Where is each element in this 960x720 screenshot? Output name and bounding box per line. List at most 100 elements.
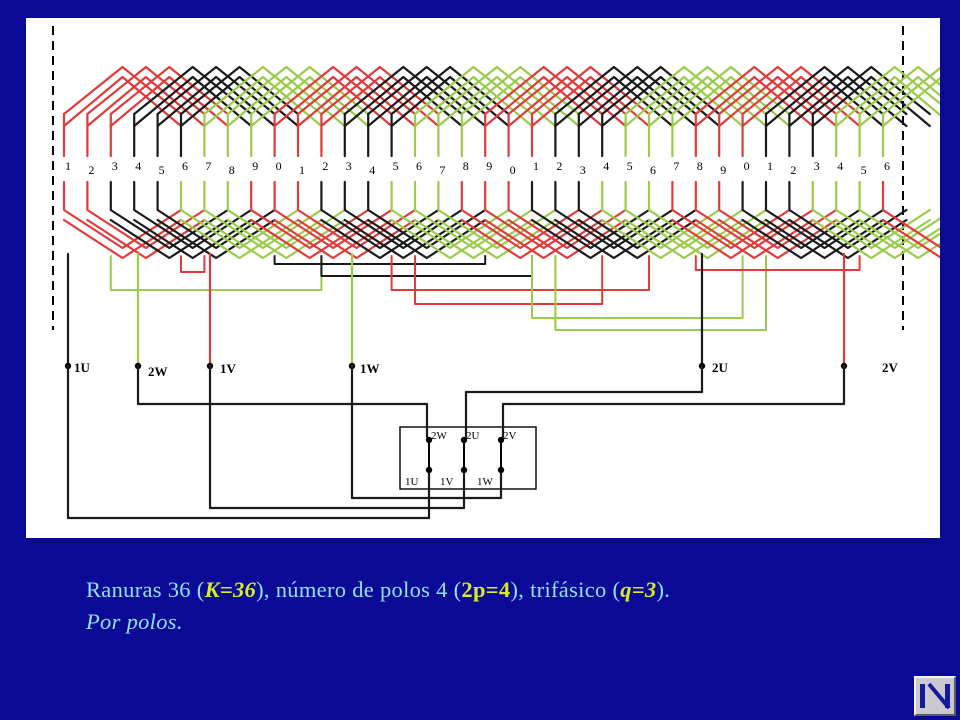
coil-bottom: [601, 218, 721, 260]
slot-number: 5: [393, 159, 399, 173]
coil-bottom: [718, 180, 838, 250]
wire-1v: [208, 364, 466, 510]
coil-bottom: [156, 180, 276, 250]
coil-bottom: [296, 218, 417, 260]
box-label-2u: 2U: [466, 430, 480, 442]
slot-number: 4: [603, 159, 609, 173]
coil-bottom: [764, 218, 885, 260]
coil-bottom: [507, 218, 627, 260]
box-label-1v: 1V: [440, 476, 454, 488]
slot-number: 0: [744, 159, 750, 173]
coil-bottom: [624, 218, 744, 260]
skip-to-first-icon: [920, 682, 951, 710]
slot-number: 3: [814, 159, 820, 173]
coil-bottom: [811, 218, 931, 260]
coil-bottom: [86, 218, 206, 260]
coil-top: [320, 65, 440, 116]
coil-bottom: [179, 180, 300, 250]
coil-top: [62, 65, 183, 116]
coil-bottom: [460, 218, 580, 260]
slot-number: 3: [346, 159, 352, 173]
coil-top: [507, 65, 627, 116]
slot-number: 7: [439, 163, 445, 177]
coil-top: [109, 65, 229, 116]
coil-top: [554, 65, 674, 116]
coil-top: [647, 65, 768, 116]
coil-bottom: [811, 180, 931, 250]
slot-number: 5: [627, 159, 633, 173]
slot-number: 8: [463, 159, 469, 173]
slot-number: 5: [861, 163, 867, 177]
connection-loop: [554, 255, 767, 331]
slot-number: 8: [229, 163, 235, 177]
coil-bottom: [413, 180, 534, 250]
coil-top: [788, 65, 908, 116]
coil-top: [484, 65, 604, 116]
coil-bottom: [390, 180, 510, 250]
slot-number: 6: [416, 159, 422, 173]
coil-bottom: [647, 180, 768, 250]
coil-top: [858, 65, 940, 116]
slot-number: 5: [159, 163, 165, 177]
terminal-label-2w: 2W: [148, 364, 168, 379]
coil-bottom: [764, 180, 885, 250]
coil-top: [858, 75, 940, 128]
coil-bottom: [367, 180, 487, 250]
caption-poles: 2p=4: [461, 577, 511, 602]
slot-number: 2: [88, 163, 94, 177]
coil-top: [437, 65, 557, 116]
coil-bottom: [250, 180, 370, 250]
slot-number: 3: [580, 163, 586, 177]
slot-number: 3: [112, 159, 118, 173]
coil-bottom: [156, 218, 276, 260]
coil-bottom: [226, 218, 346, 260]
coil-top: [179, 65, 300, 116]
caption-text-1: Ranuras 36 (: [86, 577, 205, 602]
terminal-label-1u: 1U: [74, 360, 91, 375]
slot-number: 6: [182, 159, 188, 173]
slot-number: 2: [556, 159, 562, 173]
coil-top: [881, 76, 940, 128]
coil-top: [764, 65, 885, 116]
coil-bottom: [86, 180, 206, 250]
coil-top: [413, 65, 534, 116]
coil-bottom: [296, 180, 417, 250]
connection-loop: [390, 255, 650, 291]
coil-bottom: [250, 218, 370, 260]
coil-top: [811, 65, 931, 116]
caption-line-1: Ranuras 36 (K=36), número de polos 4 (2p…: [86, 574, 946, 606]
coil-bottom: [671, 180, 791, 250]
connection-loop: [109, 255, 323, 291]
coil-top: [367, 65, 487, 116]
coil-top: [133, 65, 253, 116]
terminal-label-2v: 2V: [882, 360, 899, 375]
slot-number: 9: [486, 159, 492, 173]
slot-number: 6: [884, 159, 890, 173]
coil-bottom: [881, 218, 940, 259]
caption-text-3: ), trifásico (: [510, 577, 621, 602]
box-label-2v: 2V: [503, 430, 517, 442]
coil-bottom: [437, 180, 557, 250]
coil-top: [577, 65, 697, 116]
coil-bottom: [554, 180, 674, 250]
coil-top: [624, 65, 744, 116]
slot-number: 4: [369, 163, 375, 177]
slot-number: 8: [697, 159, 703, 173]
wire-1w: [350, 364, 503, 500]
slot-number: 1: [299, 163, 305, 177]
slot-number: 4: [837, 159, 843, 173]
coil-bottom: [203, 180, 323, 250]
coil-bottom: [203, 218, 323, 260]
nav-first-button[interactable]: [914, 676, 956, 716]
caption-line-2: Por polos.: [86, 609, 183, 634]
coil-top: [671, 65, 791, 116]
coil-bottom: [647, 218, 768, 260]
connection-loop: [180, 255, 206, 273]
coil-bottom: [179, 218, 300, 260]
coil-bottom: [671, 218, 791, 260]
coil-bottom: [413, 218, 534, 260]
slot-number: 7: [205, 159, 211, 173]
coil-bottom: [437, 218, 557, 260]
slot-number: 6: [650, 163, 656, 177]
